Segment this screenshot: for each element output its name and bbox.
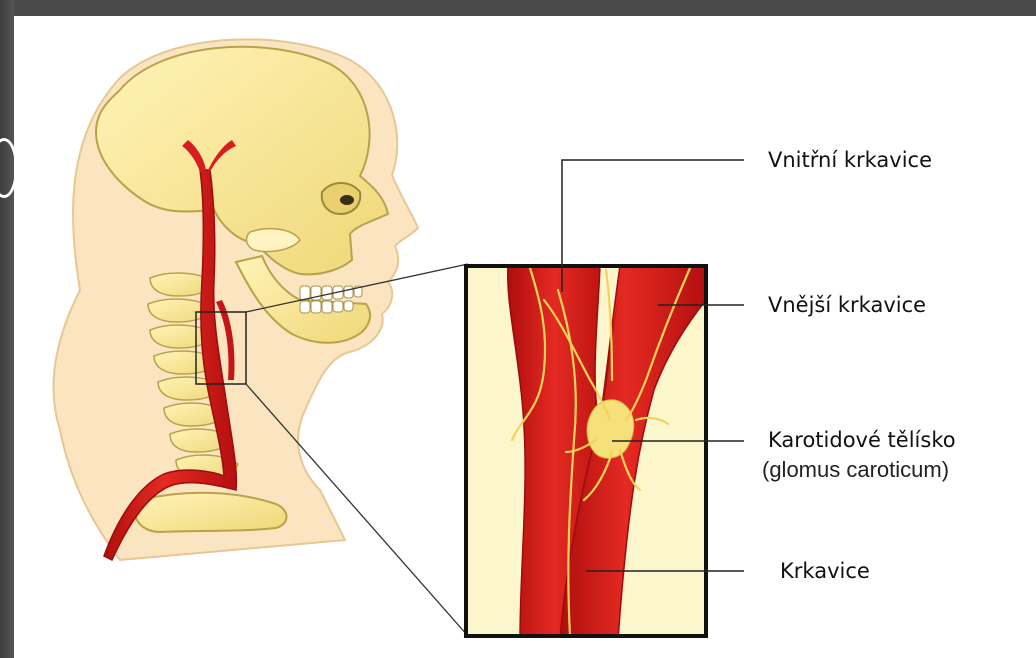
label-carotid-body-latin: (glomus caroticum) (762, 457, 949, 483)
label-common-carotid: Krkavice (780, 558, 870, 584)
label-external-carotid: Vnější krkavice (768, 292, 926, 318)
eye (340, 195, 354, 205)
label-carotid-body: Karotidové tělísko (768, 427, 956, 453)
inset-detail (466, 266, 706, 640)
label-internal-carotid: Vnitřní krkavice (768, 147, 932, 173)
